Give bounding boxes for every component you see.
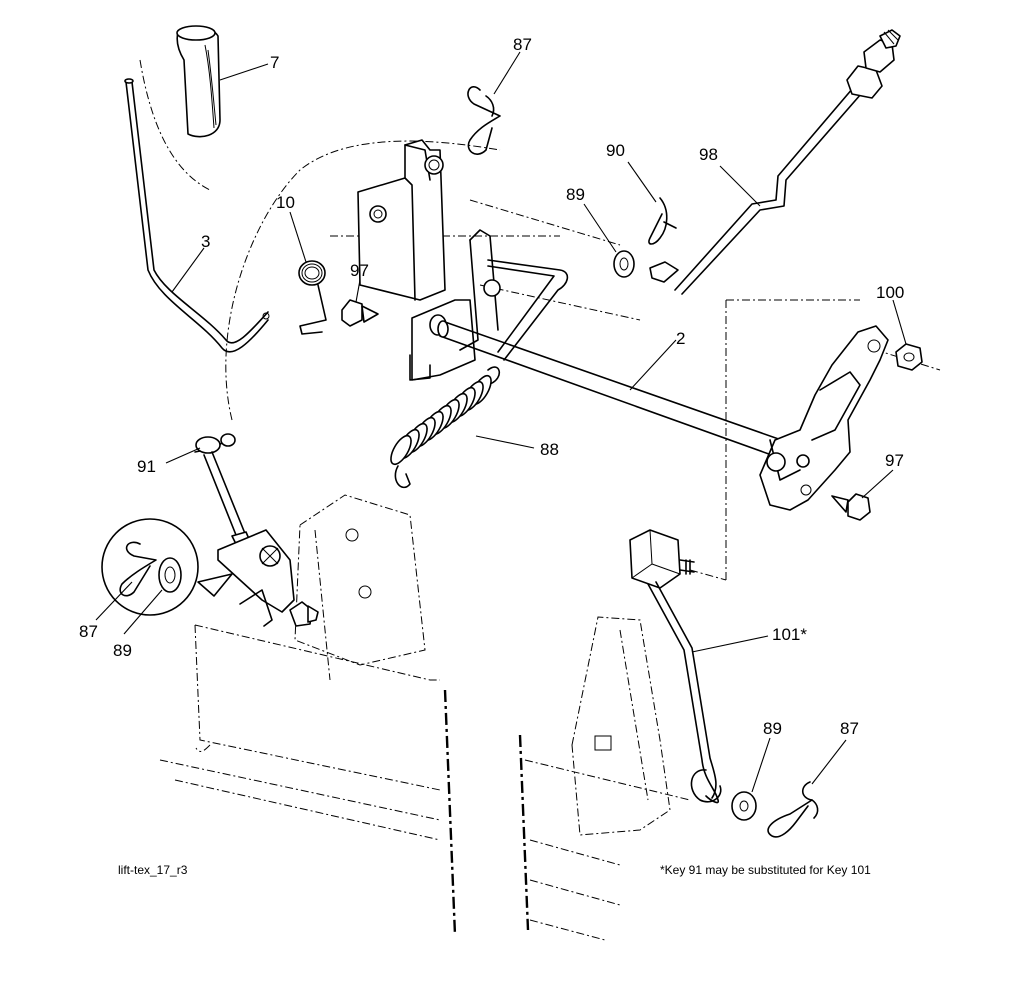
leader-lines <box>95 51 907 793</box>
part-3-lift-handle <box>124 78 270 353</box>
callout-100: 100 <box>876 283 904 302</box>
center-mount-bracket <box>357 139 476 381</box>
part-10-torsion-spring <box>298 260 327 335</box>
part-91-lift-link <box>194 433 319 627</box>
callout-91: 91 <box>137 457 156 476</box>
part-87-hairpin-top <box>467 86 501 155</box>
frame-phantom-lines <box>139 59 941 581</box>
callout-89-detail: 89 <box>113 641 132 660</box>
callout-98: 98 <box>699 145 718 164</box>
lift-link-bracket <box>459 229 569 361</box>
part-100-nut <box>895 343 923 371</box>
part-90-hairpin <box>648 197 677 245</box>
part-97-bolt-left <box>341 299 379 327</box>
part-97-bolt-right <box>831 493 871 521</box>
callout-90: 90 <box>606 141 625 160</box>
callout-3: 3 <box>201 232 210 251</box>
part-2-lift-shaft <box>437 320 791 459</box>
part-89-washer-top <box>613 250 635 278</box>
callout-2: 2 <box>676 329 685 348</box>
callout-labels: 7 87 10 3 97 90 98 89 100 2 88 97 91 87 … <box>79 35 904 738</box>
callout-89-bottom: 89 <box>763 719 782 738</box>
part-89-washer-bottom <box>731 791 757 821</box>
left-deck-outline <box>159 494 457 936</box>
right-lift-arm <box>759 325 889 511</box>
part-101-lift-link <box>629 529 722 804</box>
figure-id: lift-tex_17_r3 <box>118 863 188 877</box>
detail-callout-circle <box>101 518 233 616</box>
callout-97-left: 97 <box>350 261 369 280</box>
callout-10: 10 <box>276 193 295 212</box>
part-7-handle-grip <box>176 25 221 138</box>
right-deck-outline <box>518 616 691 941</box>
callout-87-top: 87 <box>513 35 532 54</box>
part-88-extension-spring <box>390 366 500 489</box>
callout-89-top: 89 <box>566 185 585 204</box>
callout-97-right: 97 <box>885 451 904 470</box>
callout-88: 88 <box>540 440 559 459</box>
callout-87-detail: 87 <box>79 622 98 641</box>
part-98-control-rod <box>649 29 901 295</box>
callout-87-bottom: 87 <box>840 719 859 738</box>
footnote: *Key 91 may be substituted for Key 101 <box>660 863 871 877</box>
part-87-hairpin-bottom <box>767 781 819 838</box>
callout-101: 101* <box>772 625 807 644</box>
callout-7: 7 <box>270 53 279 72</box>
